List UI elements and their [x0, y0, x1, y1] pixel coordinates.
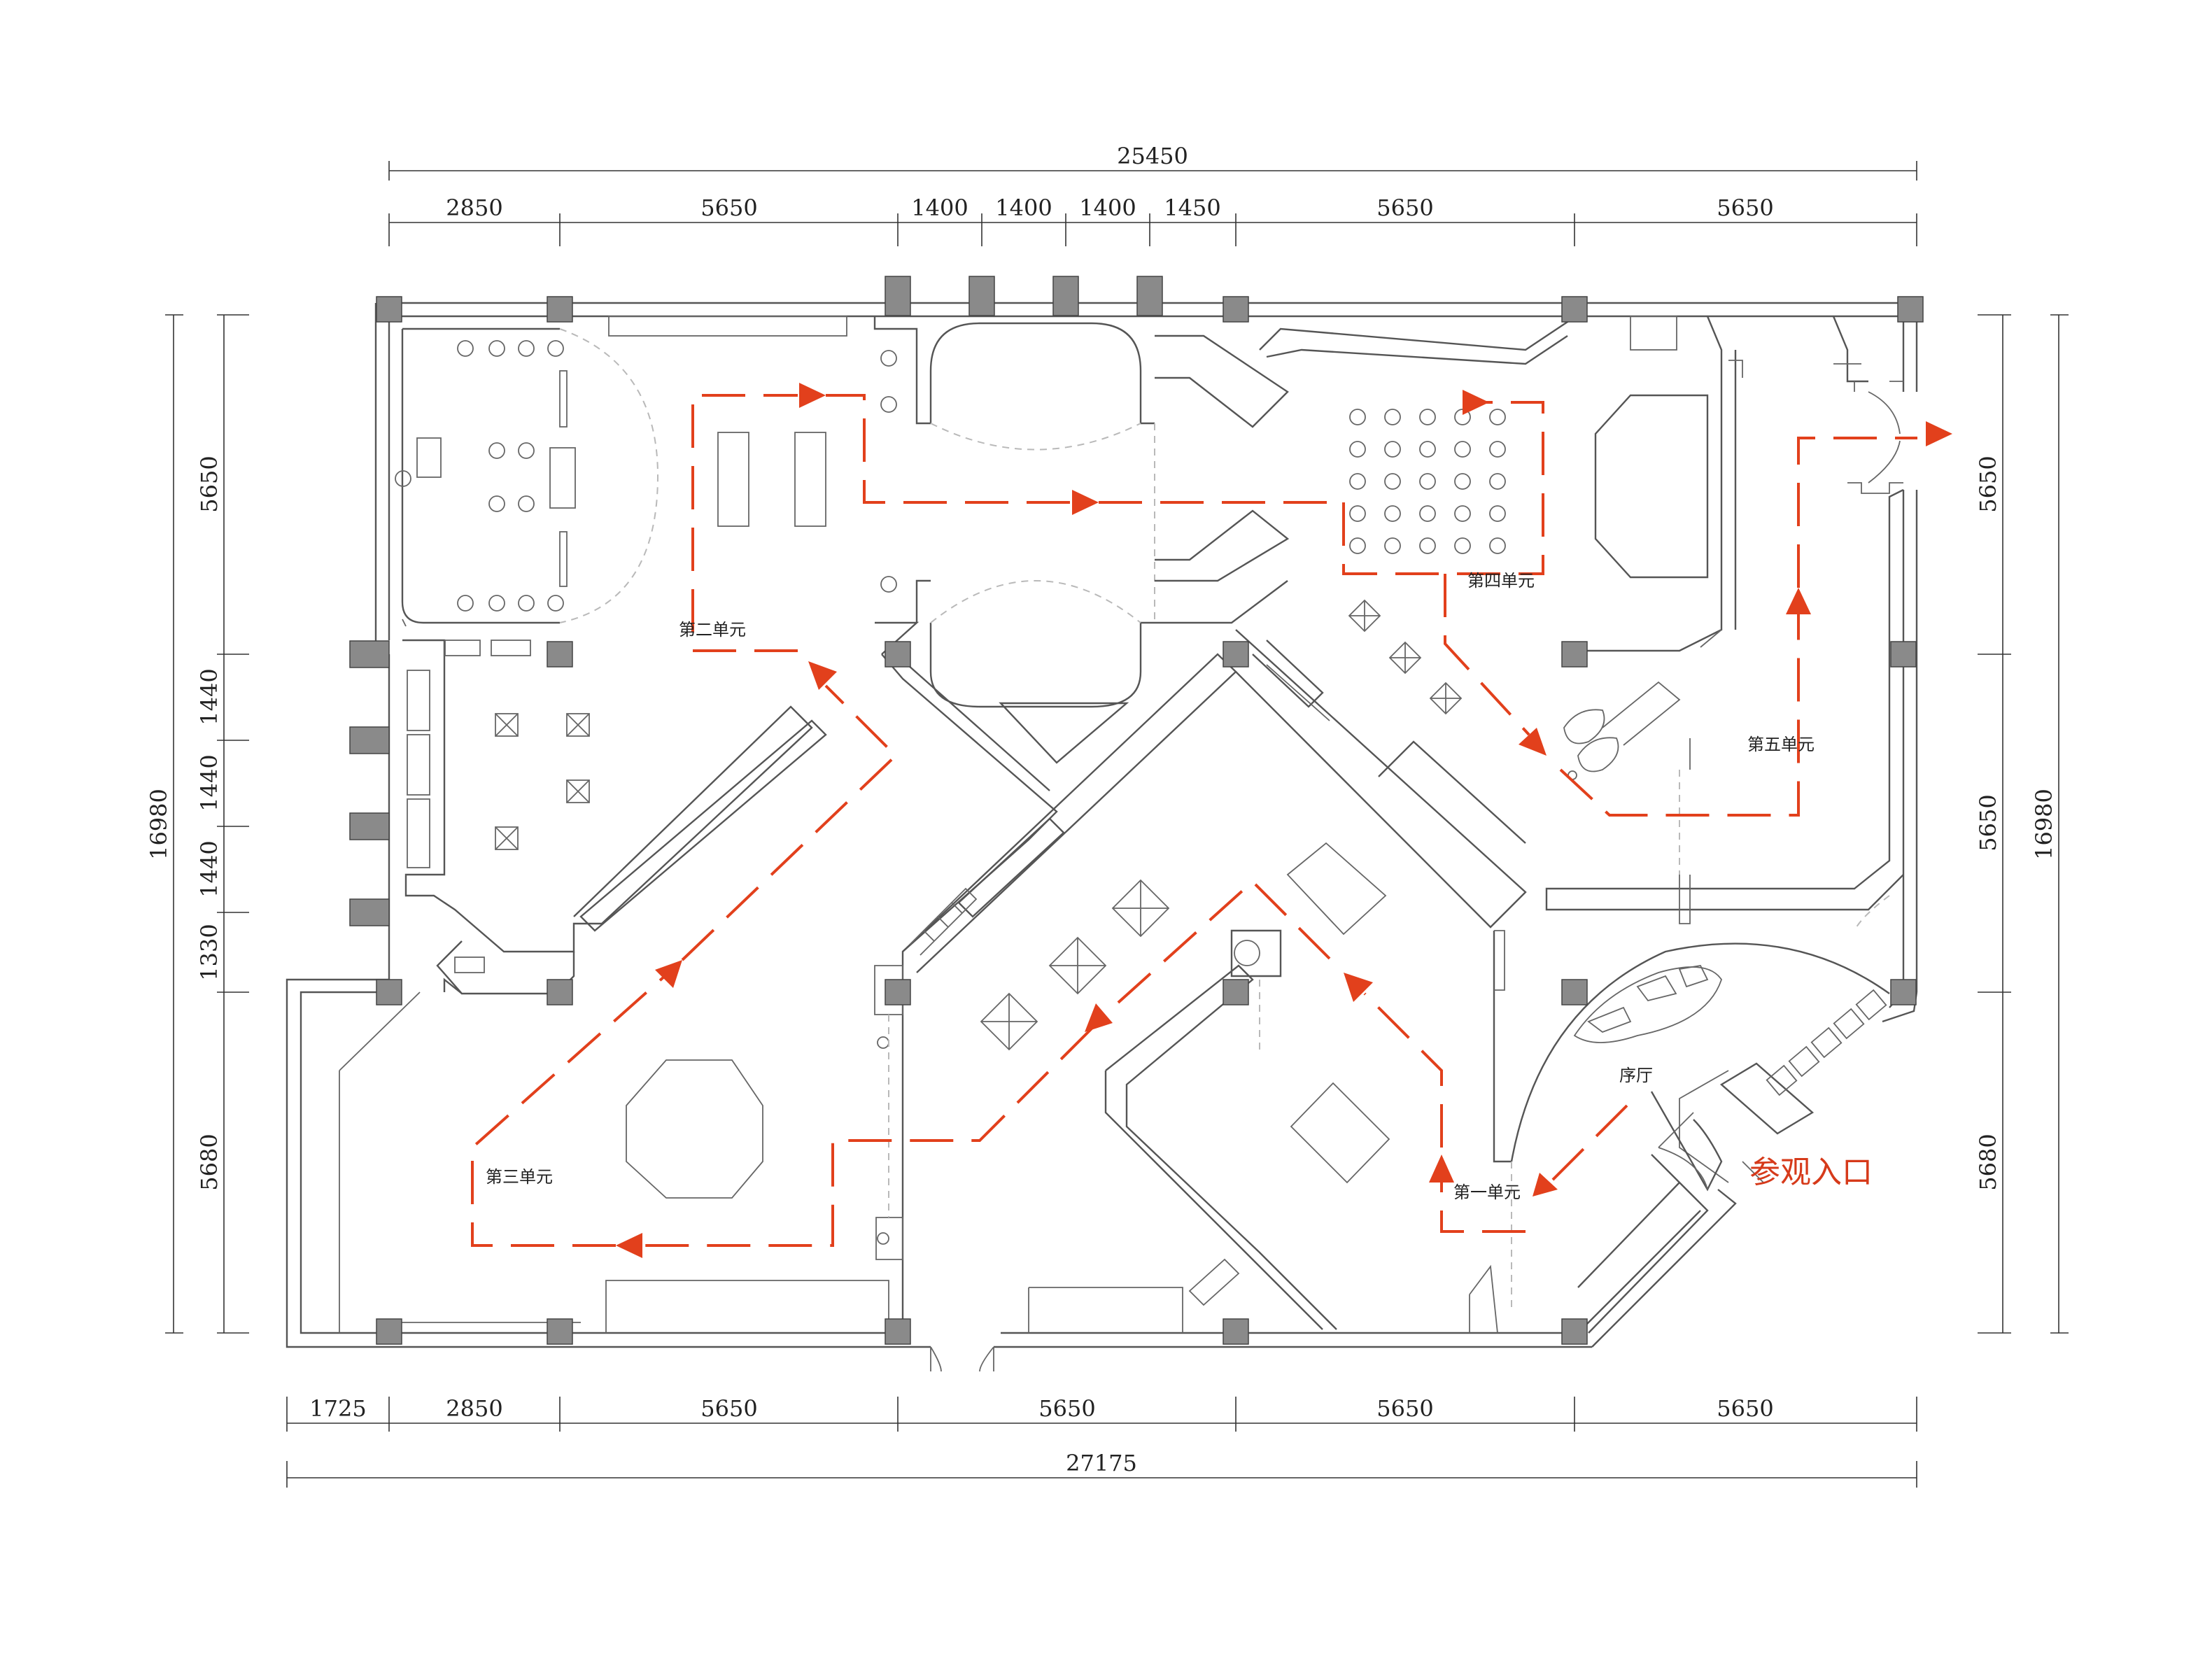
- dim-top-seg: 5650: [700, 195, 757, 221]
- route-arrow: [1072, 490, 1099, 515]
- dimension-left: 16980 5650 1440 1440 1440 1330 5680: [146, 314, 249, 1334]
- visitor-route: [471, 383, 1952, 1258]
- label-unit-5: 第五单元: [1747, 735, 1815, 754]
- route-arrow: [616, 1233, 642, 1258]
- dim-top-seg: 1400: [1079, 195, 1136, 221]
- unit5-devices: [1563, 681, 1681, 780]
- dim-top-seg: 1400: [995, 195, 1052, 221]
- label-unit-4: 第四单元: [1467, 571, 1535, 591]
- dim-left-seg: 1440: [196, 840, 223, 897]
- dim-top-seg: 5650: [1376, 195, 1433, 221]
- route-arrow: [1926, 421, 1952, 446]
- unit1-octagon: [626, 1059, 763, 1199]
- route-arrow: [1786, 588, 1811, 614]
- dim-left-seg: 5650: [196, 456, 223, 512]
- dim-top-seg: 2850: [446, 195, 502, 221]
- room-labels: 第二单元 第四单元 第五单元 第三单元 第一单元 序厅 参观入口: [486, 571, 1873, 1202]
- label-foyer: 序厅: [1619, 1066, 1653, 1085]
- dim-top-seg: 1400: [911, 195, 968, 221]
- entrance-pointer: [1742, 1161, 1764, 1183]
- dim-bottom-total: 27175: [1066, 1450, 1137, 1476]
- dim-right-total: 16980: [2031, 789, 2057, 860]
- dim-top-total: 25450: [1117, 143, 1188, 169]
- dim-left-total: 16980: [146, 789, 172, 860]
- dimension-right: 5650 5650 5680 16980: [1975, 314, 2069, 1334]
- dim-left-seg: 1440: [196, 668, 223, 725]
- unit4-seats: [1349, 409, 1506, 554]
- columns: [349, 276, 1924, 1345]
- route-arrow: [1533, 1173, 1558, 1197]
- route-arrow: [799, 383, 826, 408]
- route-arrow: [808, 661, 837, 690]
- route-arrow: [1344, 973, 1373, 1002]
- dim-left-seg: 1440: [196, 754, 223, 811]
- dimension-bottom: 1725 2850 5650 5650 5650 5650 27175: [286, 1395, 1917, 1488]
- entrance-door-bottom: [930, 1346, 994, 1372]
- route-arrow: [1463, 390, 1489, 415]
- route-arrow: [1085, 1003, 1113, 1032]
- dim-bottom-seg: 5650: [1038, 1395, 1095, 1422]
- dim-top-seg: 5650: [1717, 195, 1773, 221]
- dim-right-seg: 5680: [1975, 1134, 2001, 1190]
- dim-left-seg: 5680: [196, 1134, 223, 1190]
- label-unit-1: 第一单元: [1453, 1183, 1521, 1202]
- dim-bottom-seg: 1725: [309, 1395, 366, 1422]
- unit4-diamond-displays: [1348, 599, 1463, 715]
- label-unit-2: 第二单元: [679, 620, 746, 640]
- dim-left-seg: 1330: [196, 924, 223, 980]
- dim-bottom-seg: 5650: [700, 1395, 757, 1422]
- route-arrow: [1429, 1155, 1454, 1183]
- unit1-exhibits: [980, 842, 1390, 1184]
- label-unit-3: 第三单元: [486, 1167, 553, 1187]
- dim-right-seg: 5650: [1975, 456, 2001, 512]
- entrance-label: 参观入口: [1749, 1155, 1873, 1190]
- dim-top-seg: 1450: [1164, 195, 1220, 221]
- unit2-exhibits: [495, 713, 590, 850]
- dim-bottom-seg: 5650: [1376, 1395, 1433, 1422]
- dim-right-seg: 5650: [1975, 794, 2001, 851]
- dim-bottom-seg: 2850: [446, 1395, 502, 1422]
- foyer-seats: [1766, 989, 1887, 1096]
- dim-bottom-seg: 5650: [1717, 1395, 1773, 1422]
- corridor-displays: [717, 350, 897, 593]
- route-arrow: [655, 960, 682, 988]
- dimension-top: 25450 2850 5650 1400 1400 1400 1450 5650…: [388, 143, 1917, 246]
- interior-walls: [401, 316, 1904, 1334]
- unit3-furniture: [395, 340, 576, 612]
- route-arrow: [1519, 728, 1547, 756]
